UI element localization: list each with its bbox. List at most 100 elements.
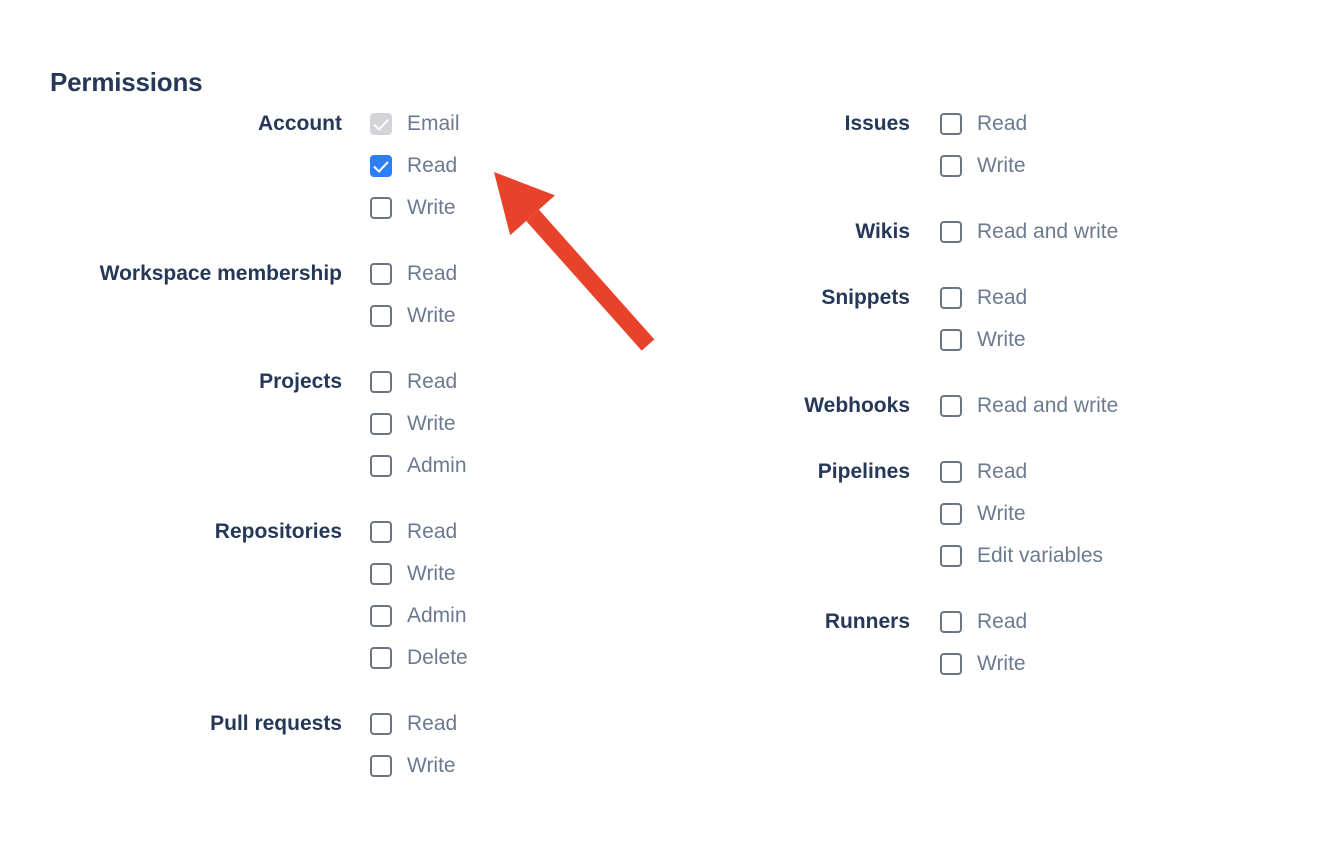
checkbox-snippets-read[interactable] — [940, 287, 962, 309]
checkbox-workspace-membership-read[interactable] — [370, 263, 392, 285]
permission-option-row[interactable]: Email — [370, 103, 660, 145]
checkbox-repositories-admin[interactable] — [370, 605, 392, 627]
permission-option-row[interactable]: Read — [940, 451, 1322, 493]
permission-option-row[interactable]: Write — [370, 553, 660, 595]
checkbox-repositories-write[interactable] — [370, 563, 392, 585]
permission-group: Webhooks Read and write — [660, 385, 1322, 427]
permission-option-row[interactable]: Delete — [370, 637, 660, 679]
permission-option-label: Admin — [407, 604, 467, 627]
checkbox-runners-read[interactable] — [940, 611, 962, 633]
checkbox-snippets-write[interactable] — [940, 329, 962, 351]
permission-option-label: Write — [407, 754, 456, 777]
permission-option-label: Read — [977, 610, 1028, 633]
permission-group-label: Pull requests — [210, 712, 342, 735]
permission-option-label: Read — [407, 712, 458, 735]
permission-option-row[interactable]: Read — [370, 511, 660, 553]
checkbox-issues-read[interactable] — [940, 113, 962, 135]
checkbox-pull-requests-write[interactable] — [370, 755, 392, 777]
permission-option-row[interactable]: Read — [370, 145, 660, 187]
checkbox-repositories-delete[interactable] — [370, 647, 392, 669]
permission-option-label: Delete — [407, 646, 468, 669]
permission-option-row[interactable]: Write — [940, 145, 1322, 187]
permission-option-label: Read and write — [977, 220, 1119, 243]
permission-option-row[interactable]: Read — [370, 361, 660, 403]
permission-option-row[interactable]: Write — [370, 745, 660, 787]
permission-option-label: Read and write — [977, 394, 1119, 417]
permission-option-row[interactable]: Read — [940, 601, 1322, 643]
permission-option-label: Write — [407, 412, 456, 435]
permission-option-label: Read — [407, 520, 458, 543]
permission-option-row[interactable]: Read and write — [940, 385, 1322, 427]
permission-group-label: Repositories — [214, 520, 342, 543]
checkbox-workspace-membership-write[interactable] — [370, 305, 392, 327]
permission-option-label: Read — [977, 286, 1028, 309]
checkbox-webhooks-read-and-write[interactable] — [940, 395, 962, 417]
permission-option-label: Write — [977, 154, 1026, 177]
permission-option-label: Read — [977, 112, 1028, 135]
checkbox-repositories-read[interactable] — [370, 521, 392, 543]
permission-option-label: Write — [977, 502, 1026, 525]
permission-option-row[interactable]: Read — [370, 703, 660, 745]
permission-option-row[interactable]: Read — [370, 253, 660, 295]
checkbox-wikis-read-and-write[interactable] — [940, 221, 962, 243]
permission-option-label: Write — [977, 328, 1026, 351]
checkbox-pipelines-read[interactable] — [940, 461, 962, 483]
permission-option-label: Write — [407, 196, 456, 219]
checkbox-account-write[interactable] — [370, 197, 392, 219]
permission-group-label: Issues — [844, 112, 910, 135]
permission-option-row[interactable]: Write — [370, 187, 660, 229]
permission-group-label: Projects — [259, 370, 342, 393]
permission-options: Read and write — [910, 385, 1322, 427]
permission-options: Read and write — [910, 211, 1322, 253]
checkbox-projects-admin[interactable] — [370, 455, 392, 477]
checkbox-issues-write[interactable] — [940, 155, 962, 177]
permission-option-row[interactable]: Edit variables — [940, 535, 1322, 577]
permission-option-row[interactable]: Admin — [370, 595, 660, 637]
permission-option-row[interactable]: Write — [940, 493, 1322, 535]
permission-option-row[interactable]: Write — [940, 319, 1322, 361]
checkbox-runners-write[interactable] — [940, 653, 962, 675]
checkbox-pipelines-edit-variables[interactable] — [940, 545, 962, 567]
permission-option-label: Read — [407, 370, 458, 393]
permission-option-row[interactable]: Write — [370, 403, 660, 445]
permission-option-row[interactable]: Read — [940, 103, 1322, 145]
permission-option-row[interactable]: Write — [940, 643, 1322, 685]
checkbox-projects-read[interactable] — [370, 371, 392, 393]
permission-option-label: Read — [977, 460, 1028, 483]
permission-option-row[interactable]: Admin — [370, 445, 660, 487]
checkbox-pipelines-write[interactable] — [940, 503, 962, 525]
permission-option-row[interactable]: Read — [940, 277, 1322, 319]
permission-group-label: Webhooks — [804, 394, 910, 417]
permission-group-label: Account — [258, 112, 342, 135]
permission-option-label: Write — [977, 652, 1026, 675]
permission-group-label: Pipelines — [817, 460, 910, 483]
permission-option-row[interactable]: Write — [370, 295, 660, 337]
permission-option-row[interactable]: Read and write — [940, 211, 1322, 253]
checkbox-account-read[interactable] — [370, 155, 392, 177]
permission-group-label: Runners — [824, 610, 910, 633]
permission-group-label: Snippets — [821, 286, 910, 309]
checkbox-pull-requests-read[interactable] — [370, 713, 392, 735]
checkbox-projects-write[interactable] — [370, 413, 392, 435]
checkbox-account-email — [370, 113, 392, 135]
permission-option-label: Admin — [407, 454, 467, 477]
permission-option-label: Email — [407, 112, 460, 135]
permission-option-label: Write — [407, 562, 456, 585]
